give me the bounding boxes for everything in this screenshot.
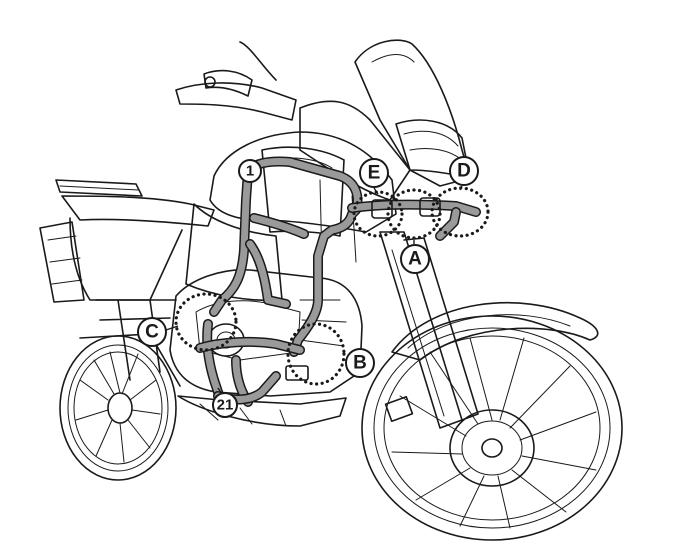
callout-point-b-label: B: [353, 353, 367, 374]
callout-point-e: E: [359, 158, 389, 188]
callout-point-b: B: [345, 348, 375, 378]
highlight-point-c: [174, 292, 238, 352]
callout-point-a-label: A: [408, 249, 422, 270]
callout-point-d: D: [449, 156, 479, 186]
callout-point-e-label: E: [368, 163, 381, 184]
highlight-point-e: [352, 190, 404, 238]
callout-point-c-label: C: [145, 322, 159, 343]
engine-block: [79, 179, 363, 427]
callout-point-c: C: [137, 317, 167, 347]
highlight-point-d: [430, 186, 490, 238]
callout-part-21: 21: [212, 392, 238, 418]
highlight-point-b: [286, 322, 346, 386]
callout-part-1-label: 1: [246, 163, 254, 180]
attachment-highlights: [174, 186, 490, 386]
front-wheel: [361, 302, 623, 541]
seat-and-tail: [39, 179, 215, 303]
callout-point-a: A: [400, 244, 430, 274]
callout-point-d-label: D: [457, 161, 471, 182]
callout-part-1: 1: [238, 159, 262, 183]
highlight-point-a: [386, 188, 442, 240]
callout-part-21-label: 21: [217, 397, 234, 414]
